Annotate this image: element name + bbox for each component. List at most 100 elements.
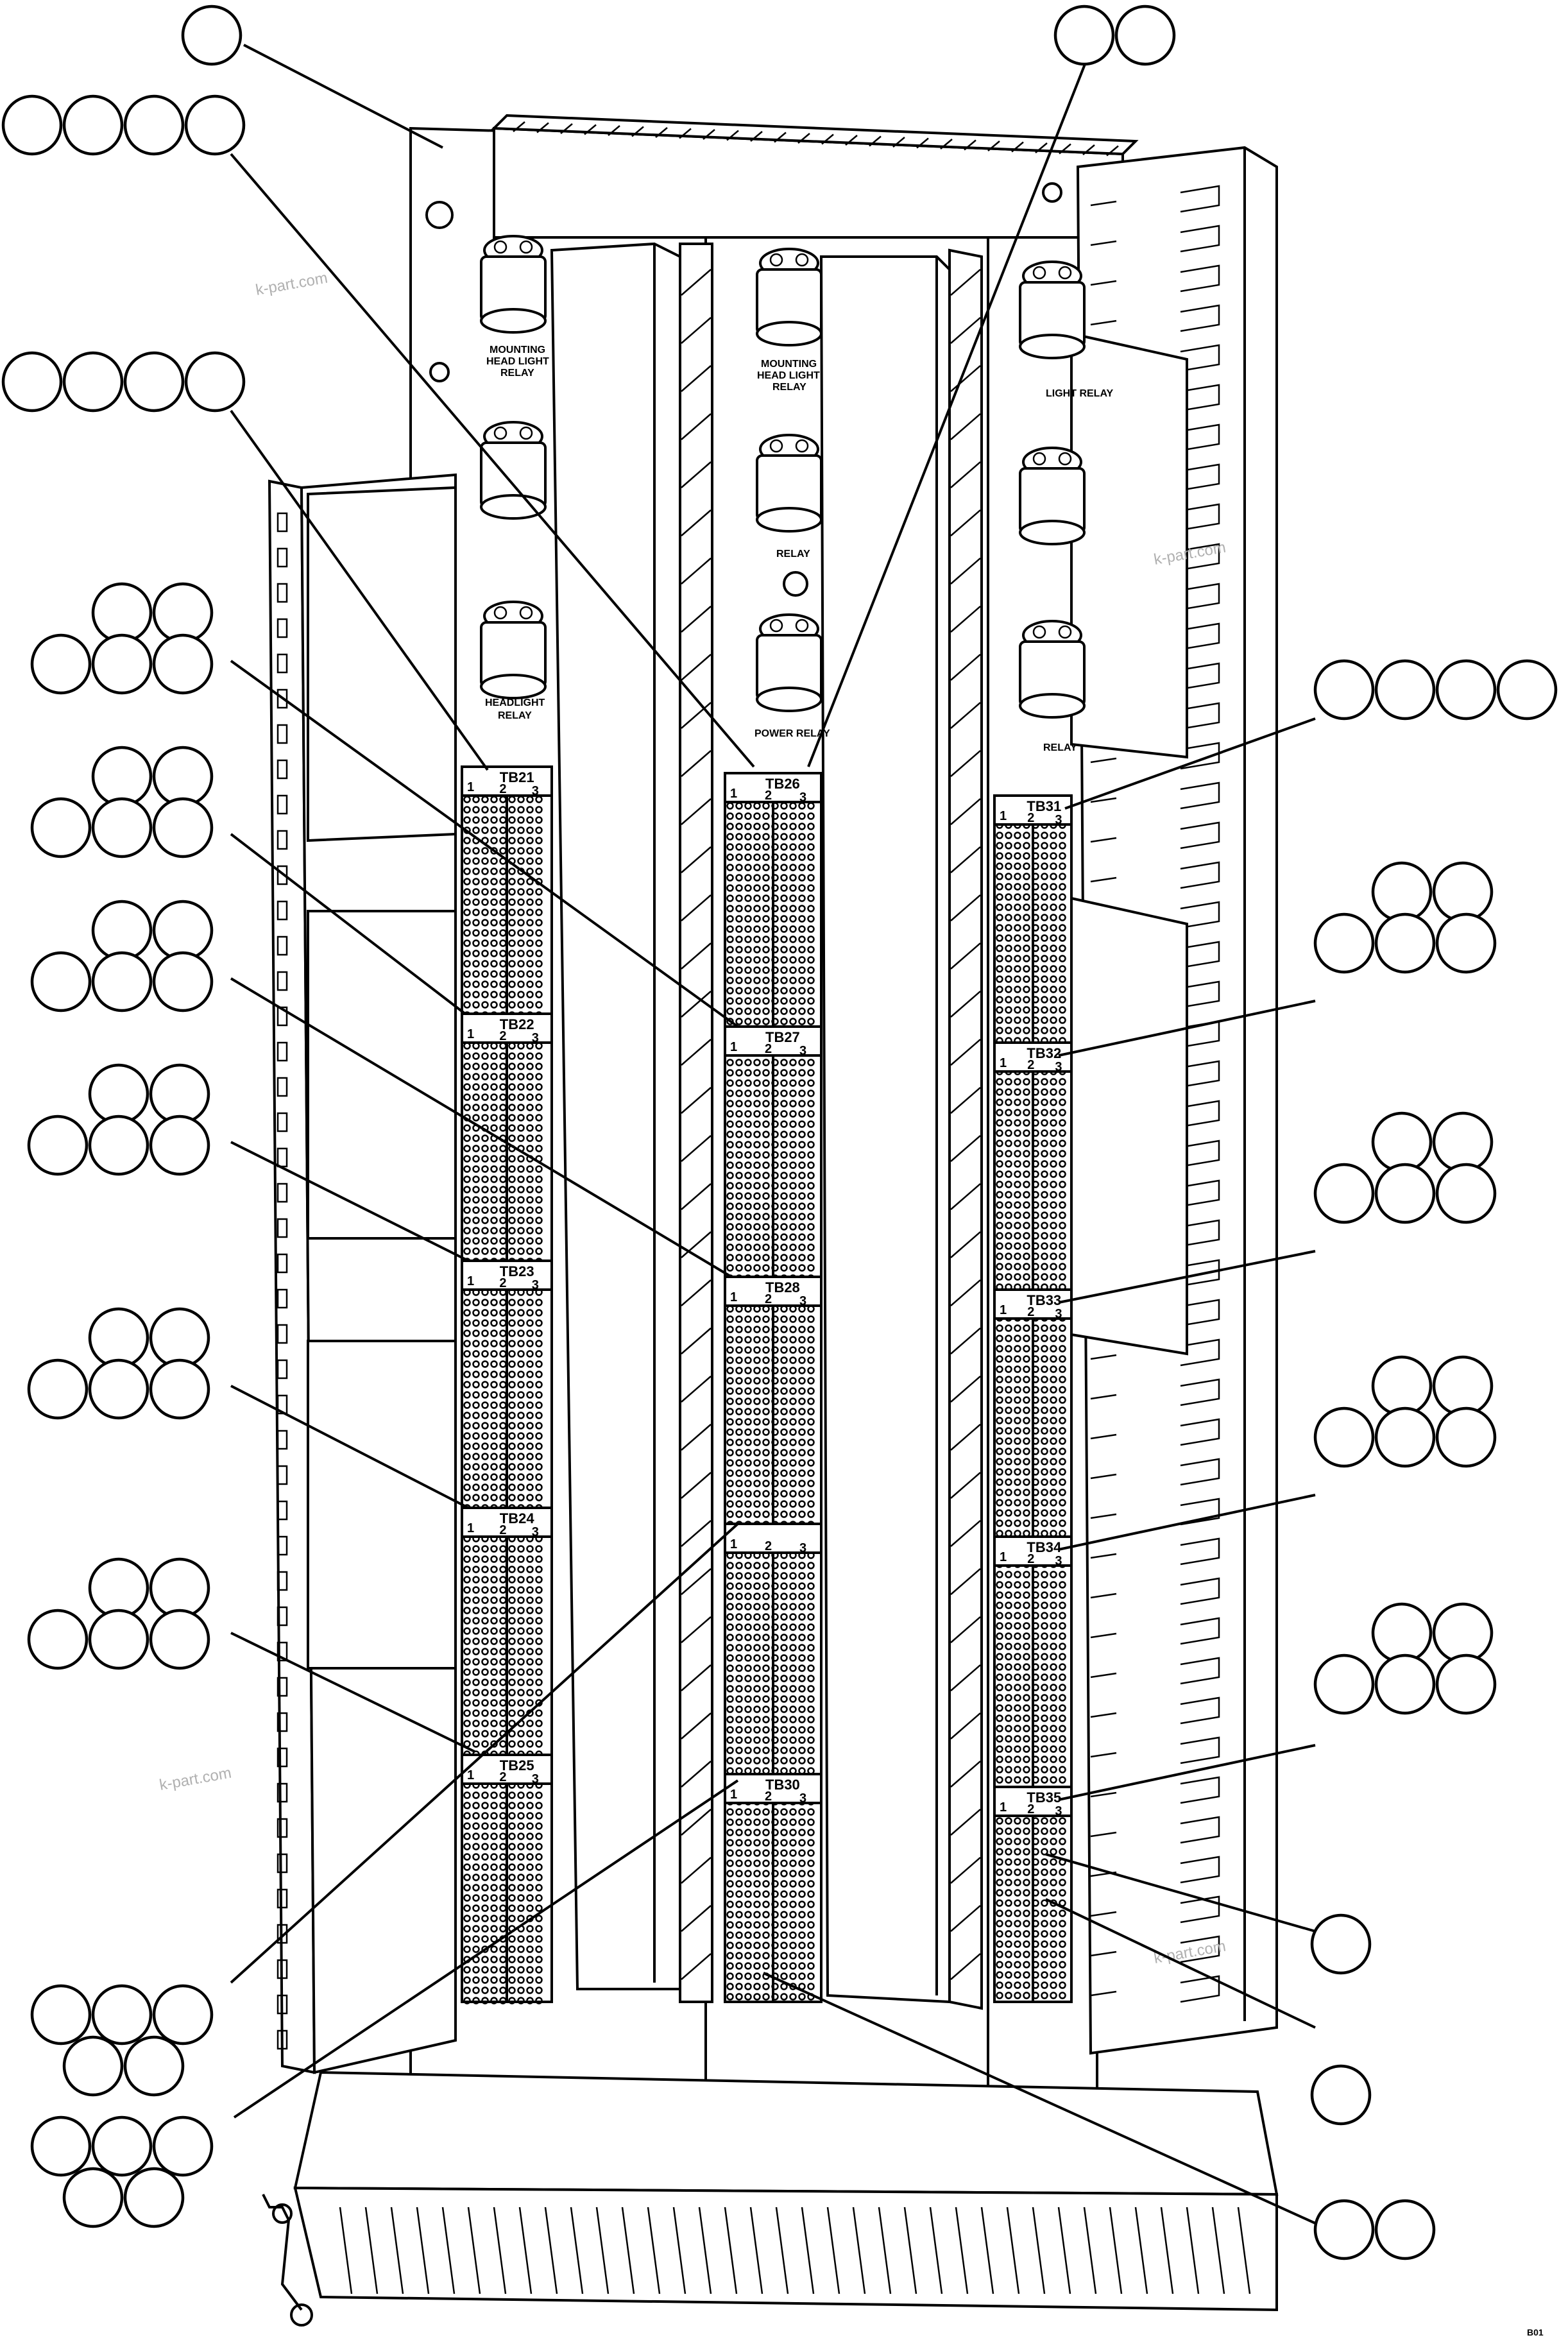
callout-bubble	[91, 633, 153, 695]
callout-bubble	[1432, 861, 1494, 923]
terminal-screw	[1023, 1211, 1030, 1219]
rail-hatch	[681, 1809, 712, 1836]
duct-slot	[1059, 143, 1071, 155]
terminal-screw	[463, 1566, 471, 1573]
terminal-screw	[490, 1063, 498, 1070]
terminal-screw	[526, 1668, 534, 1676]
terminal-screw	[1041, 1458, 1048, 1465]
terminal-screw	[463, 1001, 471, 1009]
terminal-screw	[1050, 1468, 1057, 1476]
terminal-screw	[996, 1468, 1003, 1476]
terminal-screw	[526, 919, 534, 927]
terminal-screw	[807, 1757, 815, 1764]
duct-slot	[1090, 1394, 1117, 1400]
duct-slot	[892, 137, 905, 148]
terminal-screw	[508, 1350, 516, 1358]
terminal-screw	[1059, 842, 1066, 850]
terminal-screw	[780, 1757, 788, 1764]
terminal-screw	[1014, 1150, 1021, 1157]
duct-slot	[1180, 1140, 1220, 1168]
terminal-screw	[789, 1418, 797, 1426]
terminal-screw	[1023, 924, 1030, 932]
terminal-screw	[517, 1802, 525, 1809]
terminal-screw	[735, 1418, 743, 1426]
terminal-screw	[753, 1018, 761, 1025]
terminal-screw	[1023, 944, 1030, 952]
terminal-screw	[1014, 1591, 1021, 1599]
tb-terminal-number: 3	[532, 1772, 539, 1786]
terminal-screw	[744, 925, 752, 933]
terminal-screw	[1041, 903, 1048, 911]
terminal-screw	[490, 1997, 498, 2004]
terminal-screw	[753, 853, 761, 861]
terminal-screw	[1050, 1263, 1057, 1270]
terminal-screw	[535, 1371, 543, 1378]
duct-slot	[1180, 1458, 1220, 1486]
terminal-screw	[481, 1186, 489, 1193]
duct-slot	[1180, 583, 1220, 611]
terminal-screw	[789, 1757, 797, 1764]
terminal-screw	[1050, 1345, 1057, 1353]
terminal-screw	[735, 1131, 743, 1138]
terminal-screw	[472, 826, 480, 834]
terminal-screw	[762, 905, 770, 912]
terminal-screw	[1014, 996, 1021, 1003]
relay-base	[756, 507, 822, 533]
terminal-screw	[508, 1566, 516, 1573]
terminal-screw	[481, 1114, 489, 1122]
terminal-screw	[762, 1367, 770, 1374]
terminal-screw	[508, 1709, 516, 1717]
terminal-screw	[1059, 852, 1066, 860]
terminal-screw	[463, 1730, 471, 1738]
duct-slot	[277, 688, 288, 709]
terminal-screw	[798, 1223, 806, 1231]
terminal-screw	[1041, 832, 1048, 839]
terminal-screw	[1023, 1612, 1030, 1619]
terminal-screw	[780, 1336, 788, 1344]
terminal-screw	[526, 1925, 534, 1933]
terminal-screw	[735, 1480, 743, 1487]
terminal-screw	[526, 1114, 534, 1122]
terminal-screw	[798, 1613, 806, 1621]
terminal-screw	[996, 1766, 1003, 1773]
terminal-screw	[798, 1634, 806, 1641]
terminal-screw	[1050, 1643, 1057, 1650]
terminal-screw	[726, 1603, 734, 1610]
terminal-screw	[789, 1356, 797, 1364]
terminal-screw	[798, 1500, 806, 1508]
terminal-screw	[481, 1063, 489, 1070]
terminal-screw	[744, 884, 752, 892]
terminal-screw	[1005, 1632, 1012, 1640]
terminal-screw	[526, 1566, 534, 1573]
terminal-screw	[780, 1572, 788, 1580]
terminal-screw	[762, 1859, 770, 1867]
terminal-screw	[490, 1155, 498, 1163]
duct-slot	[277, 1500, 288, 1521]
duct-slot	[584, 124, 597, 135]
terminal-screw	[726, 1900, 734, 1908]
callout-bubble	[88, 1609, 149, 1670]
terminal-screw	[526, 1730, 534, 1738]
terminal-screw	[762, 843, 770, 851]
terminal-screw	[535, 1945, 543, 1953]
terminal-screw	[789, 1716, 797, 1723]
duct-slot	[1237, 2207, 1251, 2294]
terminal-screw	[508, 1063, 516, 1070]
terminal-screw	[535, 837, 543, 844]
terminal-screw	[535, 1196, 543, 1204]
terminal-screw	[807, 1243, 815, 1251]
terminal-screw	[1050, 1971, 1057, 1979]
terminal-screw	[508, 867, 516, 875]
terminal-screw	[762, 1746, 770, 1754]
terminal-screw	[1059, 1355, 1066, 1363]
terminal-screw	[807, 1387, 815, 1395]
terminal-screw	[762, 1243, 770, 1251]
terminal-screw	[490, 1566, 498, 1573]
terminal-screw	[517, 1083, 525, 1091]
duct-slot	[277, 1782, 288, 1803]
terminal-screw	[517, 826, 525, 834]
callout-group-10	[27, 1557, 210, 1670]
terminal-screw	[744, 812, 752, 820]
terminal-screw	[996, 1109, 1003, 1116]
terminal-screw	[1041, 1653, 1048, 1661]
